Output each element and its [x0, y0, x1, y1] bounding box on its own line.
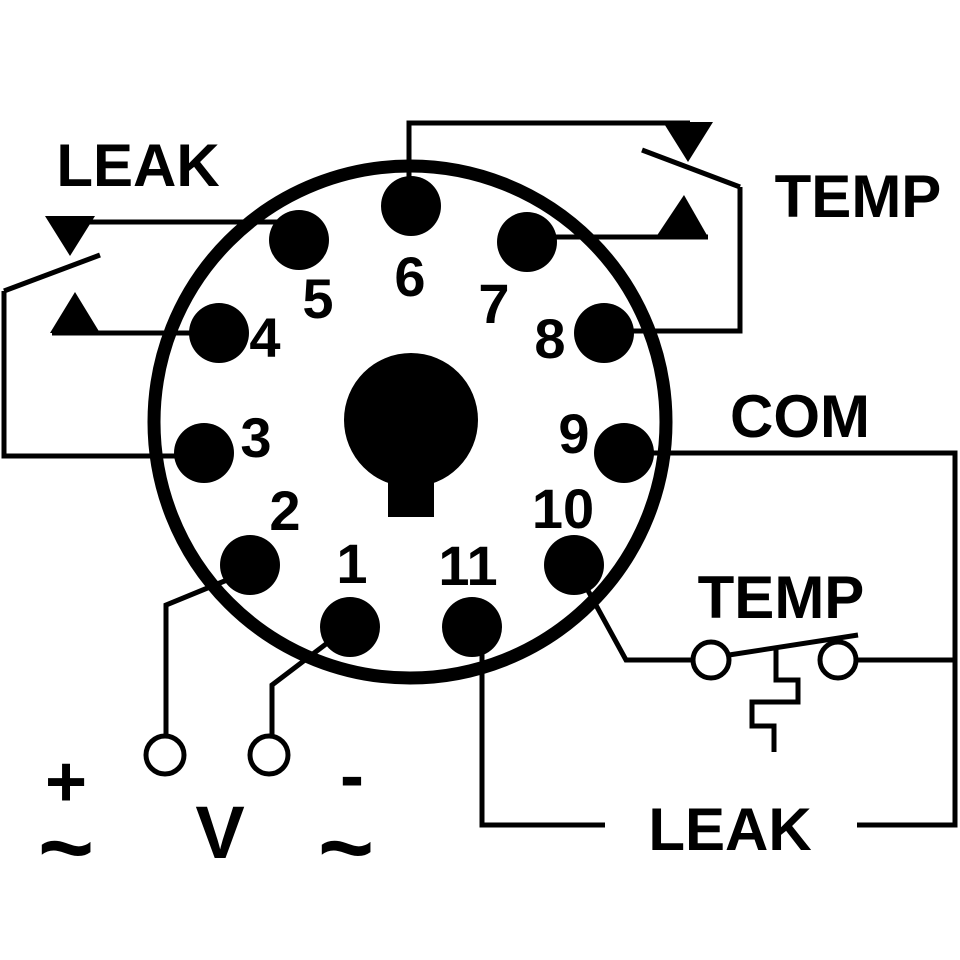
wire-pin2-supply [163, 577, 228, 737]
temp-top-label: TEMP [775, 163, 942, 230]
supply-ac-left-symbol: ~ [38, 794, 94, 901]
wire-pin6-temp-contact [406, 120, 690, 206]
supply-voltage-label: V [195, 791, 244, 874]
supply-terminal-negative [247, 733, 291, 777]
wire-pin3-leak-common [1, 291, 204, 459]
pin-1 [320, 597, 380, 657]
pin-number-5: 5 [302, 267, 333, 330]
leak-contact-triangle-up [50, 292, 100, 333]
leak-switch-arm [3, 252, 101, 294]
supply-minus-label: - [340, 736, 364, 816]
pin-number-6: 6 [394, 245, 425, 308]
pin-number-3: 3 [240, 406, 271, 469]
temp-switch-blade [728, 632, 859, 658]
center-key [344, 353, 478, 487]
leak-bottom-label: LEAK [648, 796, 811, 863]
pin-number-4: 4 [249, 306, 280, 369]
wire-pin10-temp-switch [571, 563, 691, 663]
pin-number-10: 10 [532, 477, 594, 540]
pin-number-9: 9 [558, 402, 589, 465]
temp-switch-actuator [749, 648, 801, 752]
leak-contact-triangle-down [45, 216, 95, 256]
pin-5 [269, 210, 329, 270]
pin-2 [220, 535, 280, 595]
pin-number-2: 2 [269, 479, 300, 542]
pin-number-11: 11 [438, 534, 497, 597]
wire-pin9-com [624, 450, 958, 828]
center-key-tab [388, 460, 434, 517]
temp-switch-terminal-left [690, 639, 732, 681]
supply-plus-label: + [45, 742, 87, 822]
temp-contact-triangle-up [656, 195, 708, 237]
supply-terminal-positive [143, 733, 187, 777]
pin-7 [497, 212, 557, 272]
temp-contact-triangle-down [663, 122, 713, 162]
pin-number-7: 7 [478, 272, 509, 335]
temp-switch-arm [641, 147, 741, 190]
pin-number-8: 8 [534, 307, 565, 370]
pin-3 [174, 423, 234, 483]
pin-number-1: 1 [336, 532, 367, 595]
supply-ac-right-symbol: ~ [318, 794, 374, 901]
temp-switch-terminal-right [817, 639, 859, 681]
com-label: COM [730, 383, 870, 450]
leak-top-label: LEAK [56, 132, 219, 199]
wire-pin8-temp-common [604, 187, 743, 334]
wire-pin1-supply [269, 642, 328, 737]
temp-bottom-label: TEMP [698, 564, 865, 631]
pin-11 [442, 597, 502, 657]
wire-pin11-leak [479, 627, 605, 828]
